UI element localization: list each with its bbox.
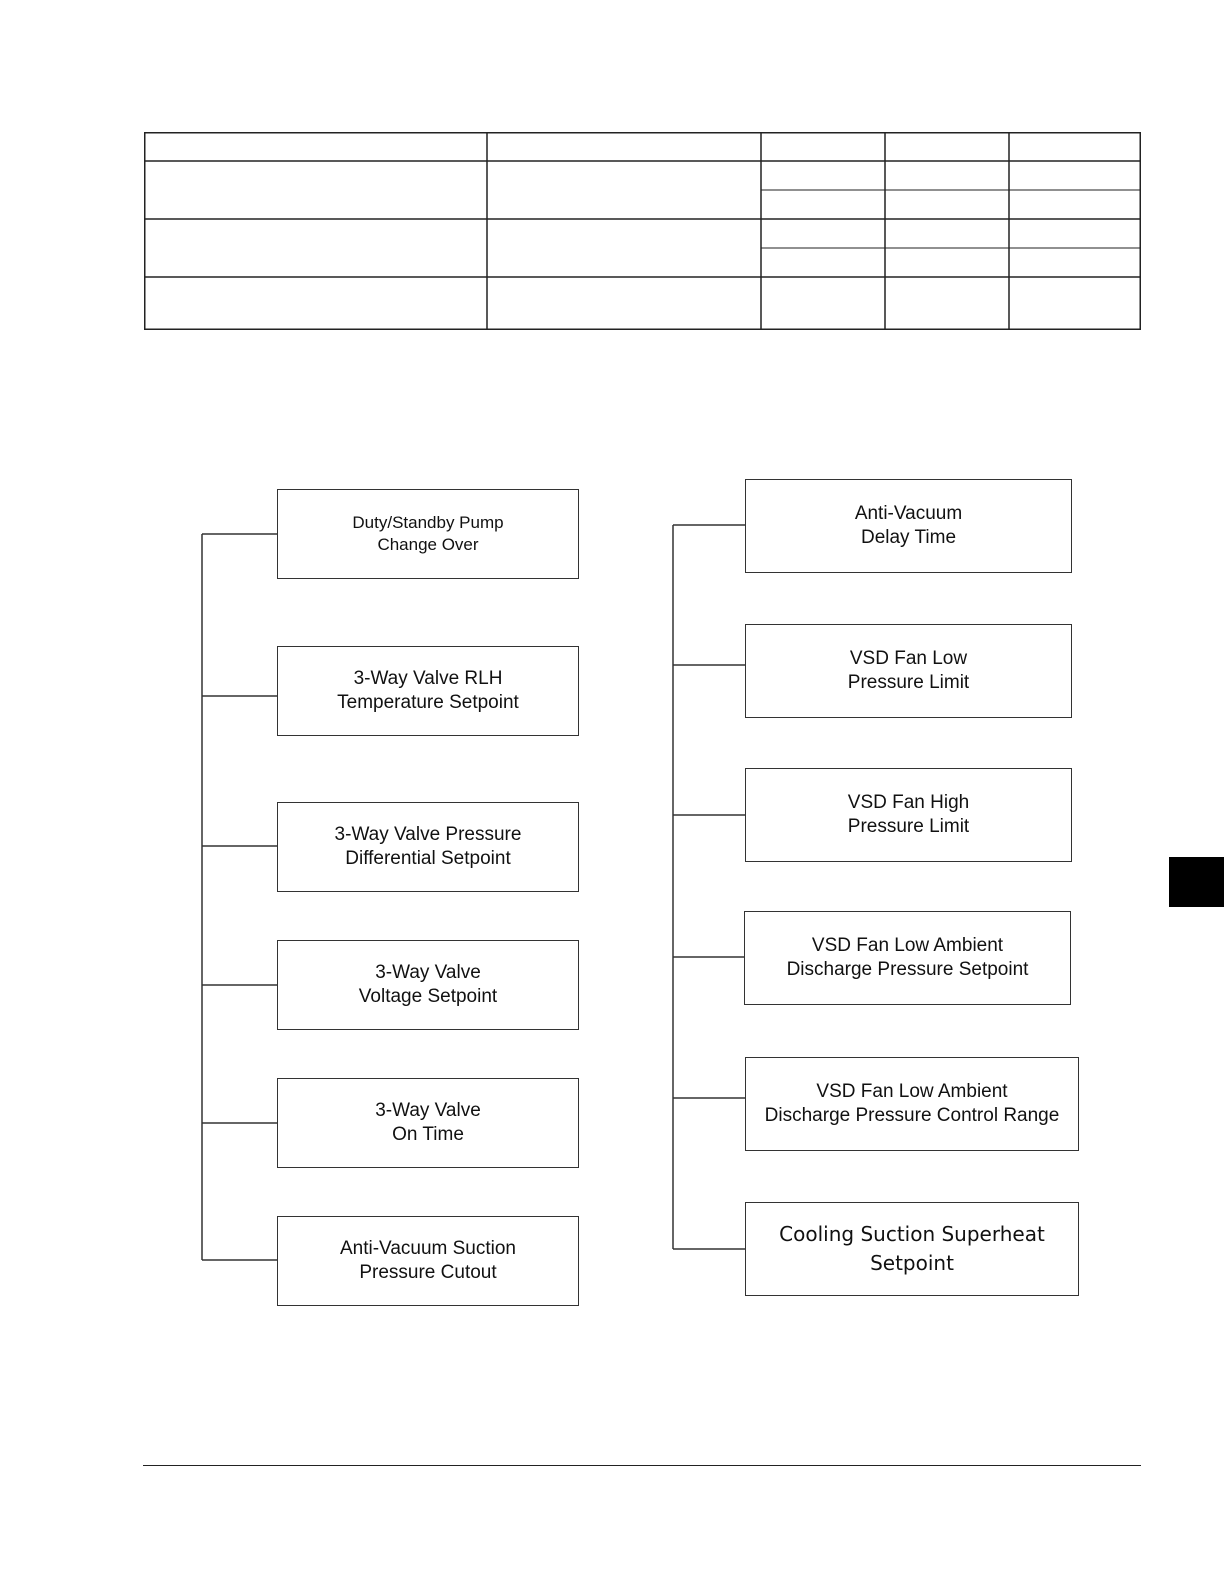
box-label-line2: On Time bbox=[392, 1124, 464, 1145]
box-label-line2: Pressure Limit bbox=[847, 672, 970, 693]
box-label-line2: Delay Time bbox=[860, 527, 957, 548]
box-label-line1: 3-Way Valve bbox=[375, 1100, 481, 1121]
box-vsd-fan-high-pressure-limit: VSD Fan High Pressure Limit bbox=[745, 768, 1072, 862]
box-label-line1: VSD Fan Low Ambient bbox=[816, 1081, 1008, 1102]
footer-rule bbox=[143, 1465, 1141, 1466]
box-vsd-fan-low-pressure-limit: VSD Fan Low Pressure Limit bbox=[745, 624, 1072, 718]
box-3way-valve-pressure-differential-setpoint: 3-Way Valve Pressure Differential Setpoi… bbox=[277, 802, 579, 892]
box-vsd-fan-low-ambient-discharge-pressure-setpoint: VSD Fan Low Ambient Discharge Pressure S… bbox=[744, 911, 1071, 1005]
box-duty-standby-pump-change-over: Duty/Standby Pump Change Over bbox=[277, 489, 579, 579]
box-label-line2: Discharge Pressure Control Range bbox=[764, 1105, 1060, 1126]
box-label-line1: Duty/Standby Pump bbox=[352, 513, 504, 532]
box-label-line1: VSD Fan High bbox=[847, 792, 970, 813]
spec-table-grid bbox=[144, 132, 1141, 330]
box-anti-vacuum-suction-pressure-cutout: Anti-Vacuum Suction Pressure Cutout bbox=[277, 1216, 579, 1306]
table-border bbox=[144, 132, 1141, 330]
box-label-line2: Temperature Setpoint bbox=[337, 692, 519, 713]
box-label-line1: VSD Fan Low bbox=[849, 648, 968, 669]
box-anti-vacuum-delay-time: Anti-Vacuum Delay Time bbox=[745, 479, 1072, 573]
box-label-line2: Pressure Cutout bbox=[359, 1262, 497, 1283]
spec-table bbox=[144, 132, 1141, 330]
box-label-line2: Discharge Pressure Setpoint bbox=[786, 959, 1029, 980]
box-label-line1: Anti-Vacuum Suction bbox=[339, 1238, 516, 1259]
box-label-line1: 3-Way Valve Pressure bbox=[334, 824, 522, 845]
box-label-line2: Pressure Limit bbox=[847, 816, 970, 837]
section-edge-tab bbox=[1169, 857, 1224, 907]
box-3way-valve-voltage-setpoint: 3-Way Valve Voltage Setpoint bbox=[277, 940, 579, 1030]
box-vsd-fan-low-ambient-discharge-pressure-control-range: VSD Fan Low Ambient Discharge Pressure C… bbox=[745, 1057, 1079, 1151]
box-label-line1: 3-Way Valve RLH bbox=[353, 668, 503, 689]
box-label-line2: Differential Setpoint bbox=[345, 848, 511, 869]
box-label-line2: Change Over bbox=[377, 535, 479, 554]
box-label-line1: Anti-Vacuum bbox=[854, 503, 963, 524]
box-3way-valve-on-time: 3-Way Valve On Time bbox=[277, 1078, 579, 1168]
box-cooling-suction-superheat-setpoint: Cooling Suction Superheat Setpoint bbox=[745, 1202, 1079, 1296]
box-label-line1: Cooling Suction Superheat bbox=[779, 1222, 1045, 1246]
box-label-line1: VSD Fan Low Ambient bbox=[811, 935, 1004, 956]
box-label-line2: Voltage Setpoint bbox=[358, 986, 498, 1007]
box-label-line2: Setpoint bbox=[870, 1251, 954, 1275]
box-label-line1: 3-Way Valve bbox=[375, 962, 481, 983]
box-3way-valve-rlh-temperature-setpoint: 3-Way Valve RLH Temperature Setpoint bbox=[277, 646, 579, 736]
